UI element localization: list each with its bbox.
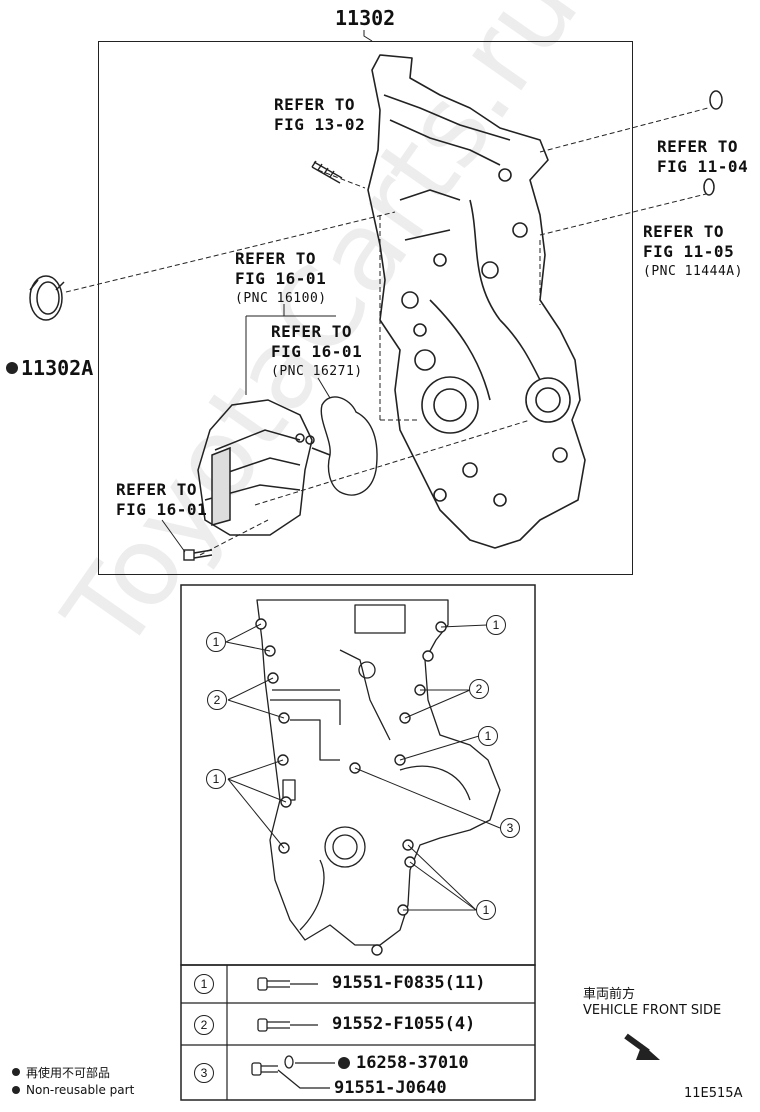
water-pump bbox=[197, 399, 331, 536]
legend-number: 3 bbox=[194, 1063, 214, 1083]
bolt-marker[interactable]: 3 bbox=[500, 818, 520, 838]
main-part-number[interactable]: 11302 bbox=[335, 6, 396, 30]
callout-line: REFER TO bbox=[116, 480, 198, 499]
callout-line: FIG 11-04 bbox=[657, 157, 749, 176]
cover-plan-view bbox=[256, 599, 501, 946]
callout-pnc: (PNC 11444A) bbox=[643, 264, 743, 279]
bolt-marker[interactable]: 1 bbox=[478, 726, 498, 746]
callout-fig-11-04[interactable]: REFER TO FIG 11-04 bbox=[657, 137, 748, 177]
callout-fig-16-01-bolt[interactable]: REFER TO FIG 16-01 bbox=[116, 480, 207, 520]
vehicle-front-label-jp: 車両前方 bbox=[583, 987, 636, 1002]
callout-fig-11-05[interactable]: REFER TO FIG 11-05 (PNC 11444A) bbox=[643, 222, 743, 282]
seal-part-number[interactable]: 11302A bbox=[21, 356, 94, 380]
bolt-marker[interactable]: 1 bbox=[476, 900, 496, 920]
bolt-marker[interactable]: 1 bbox=[486, 615, 506, 635]
oil-seal bbox=[29, 275, 65, 321]
legend-part-number[interactable]: 91551-F0835(11) bbox=[332, 973, 486, 993]
vehicle-front-arrow bbox=[624, 1033, 660, 1060]
legend-part-number[interactable]: 91552-F1055(4) bbox=[332, 1014, 476, 1034]
callout-pnc: (PNC 16271) bbox=[271, 364, 363, 379]
callout-line: REFER TO bbox=[274, 95, 356, 114]
exploded-view-frame bbox=[98, 41, 633, 575]
callout-line: FIG 11-05 bbox=[643, 242, 735, 261]
callout-line: FIG 16-01 bbox=[271, 342, 363, 361]
legend-part-number[interactable]: 91551-J0640 bbox=[334, 1078, 447, 1098]
callout-fig-16-01-pnc-16100[interactable]: REFER TO FIG 16-01 (PNC 16100) bbox=[235, 249, 327, 309]
timing-chain-cover bbox=[367, 54, 586, 549]
callout-line: REFER TO bbox=[657, 137, 739, 156]
callout-line: FIG 16-01 bbox=[116, 500, 208, 519]
pump-gasket bbox=[320, 396, 378, 496]
non-reusable-note-en: Non-reusable part bbox=[26, 1083, 135, 1097]
callout-line: FIG 13-02 bbox=[274, 115, 366, 134]
bolt-marker[interactable]: 2 bbox=[207, 690, 227, 710]
callout-line: REFER TO bbox=[271, 322, 353, 341]
legend-number: 1 bbox=[194, 974, 214, 994]
figure-code: 11E515A bbox=[684, 1086, 743, 1101]
callout-line: REFER TO bbox=[643, 222, 725, 241]
bolt-marker[interactable]: 1 bbox=[206, 632, 226, 652]
vehicle-front-label-en: VEHICLE FRONT SIDE bbox=[583, 1003, 722, 1018]
callout-line: REFER TO bbox=[235, 249, 317, 268]
callout-pnc: (PNC 16100) bbox=[235, 291, 327, 306]
bolt-marker[interactable]: 2 bbox=[469, 679, 489, 699]
callout-fig-13-02[interactable]: REFER TO FIG 13-02 bbox=[274, 95, 365, 135]
callout-line: FIG 16-01 bbox=[235, 269, 327, 288]
callout-fig-16-01-pnc-16271[interactable]: REFER TO FIG 16-01 (PNC 16271) bbox=[271, 322, 363, 382]
bolt-marker[interactable]: 1 bbox=[206, 769, 226, 789]
non-reusable-note-jp: 再使用不可部品 bbox=[26, 1066, 111, 1080]
legend-part-number[interactable]: 16258-37010 bbox=[356, 1053, 469, 1073]
legend-number: 2 bbox=[194, 1015, 214, 1035]
